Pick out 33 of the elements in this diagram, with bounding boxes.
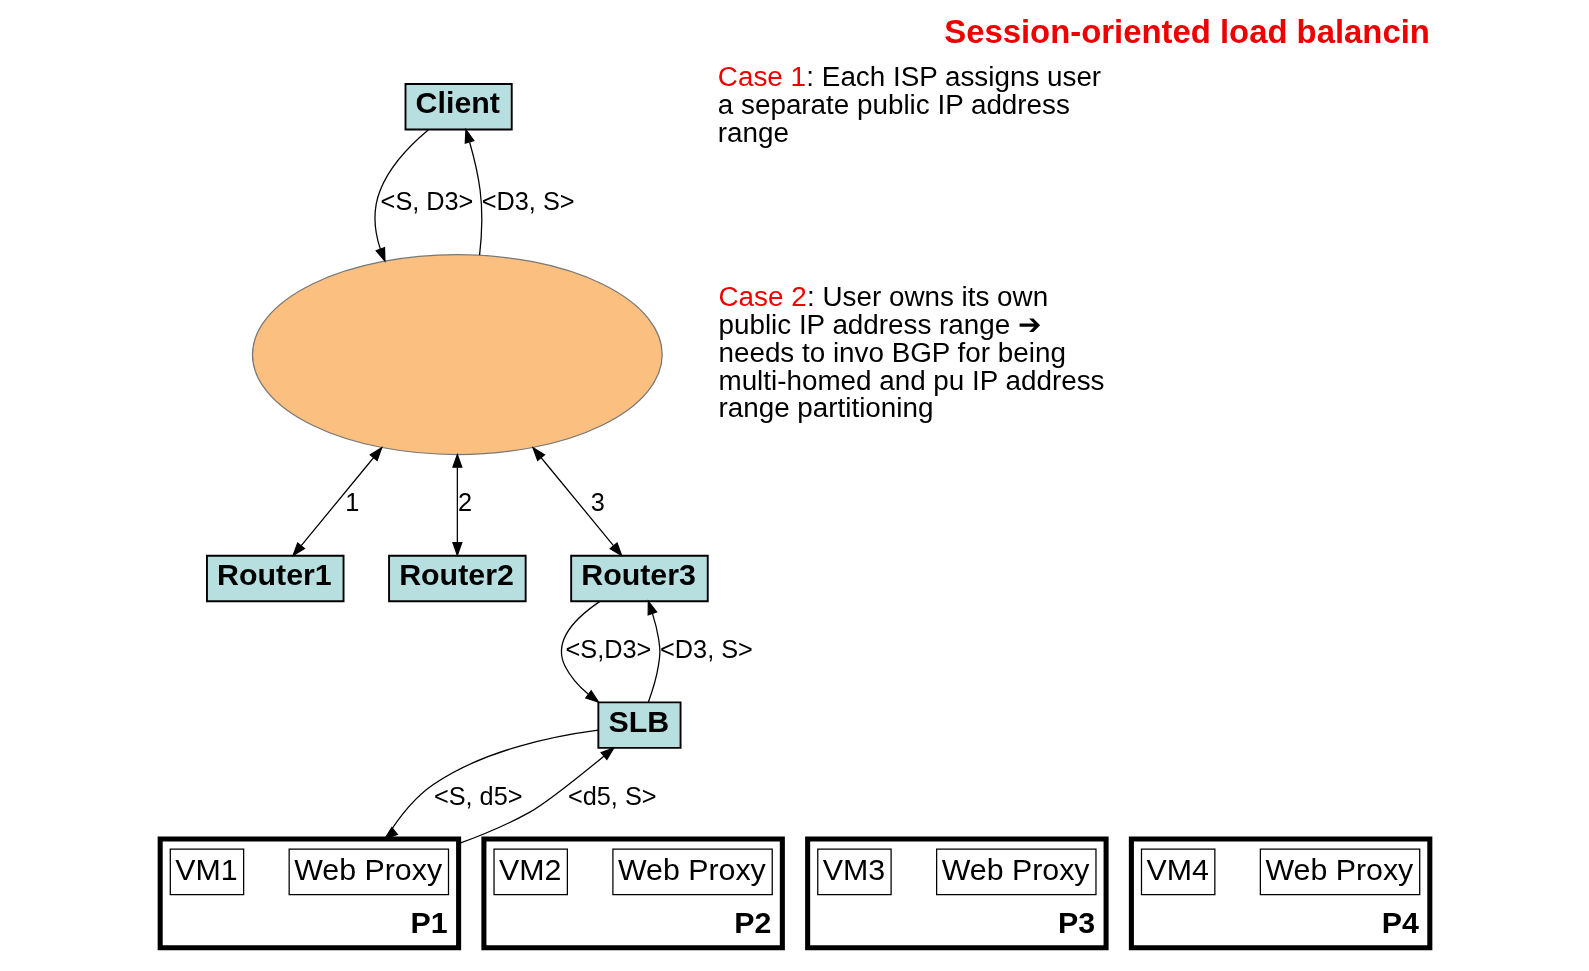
- node-box: Router2: [387, 554, 527, 603]
- arrow: [464, 127, 482, 256]
- node-box: Web Proxy: [288, 848, 449, 896]
- edge-label: 2: [457, 488, 472, 517]
- diagram-title: Session-oriented load balancin: [943, 13, 1430, 51]
- node-box: SLB: [596, 701, 681, 749]
- edge-label: <d5, S>: [567, 781, 657, 810]
- node-box: Web Proxy: [1259, 848, 1420, 896]
- edge-label: <S,D3>: [565, 635, 651, 664]
- node-box: Router1: [205, 554, 344, 603]
- arrow: [560, 600, 601, 704]
- arrow: [291, 446, 383, 557]
- edge-label: 3: [590, 488, 605, 517]
- node-box: Router3: [569, 554, 709, 603]
- edge-label: <S, D3>: [380, 187, 473, 216]
- node-box: Web Proxy: [611, 848, 773, 896]
- node-cloud: [251, 254, 663, 456]
- node-box: VM3: [816, 848, 892, 896]
- arrow: [373, 129, 429, 263]
- arrow: [531, 446, 623, 557]
- arrow: [647, 599, 660, 703]
- edge-label: <D3, S>: [481, 187, 575, 216]
- node-box: VM4: [1140, 848, 1215, 896]
- node-box: Web Proxy: [935, 848, 1097, 896]
- node-box: VM2: [492, 848, 568, 896]
- edge-label: 1: [344, 488, 359, 517]
- edge-label: <S, d5>: [433, 781, 522, 810]
- arrow: [451, 452, 463, 558]
- node-box: Client: [404, 83, 513, 131]
- edge-label: <D3, S>: [659, 635, 753, 664]
- node-box: VM1: [169, 848, 244, 896]
- label: Case 1: Each ISP assigns user a separate public IP address range: [717, 61, 1101, 148]
- label: Case 2: User owns its own public IP address range ➔ needs to invo BGP for being multi-homed and pu IP address range partitioning: [717, 281, 1104, 424]
